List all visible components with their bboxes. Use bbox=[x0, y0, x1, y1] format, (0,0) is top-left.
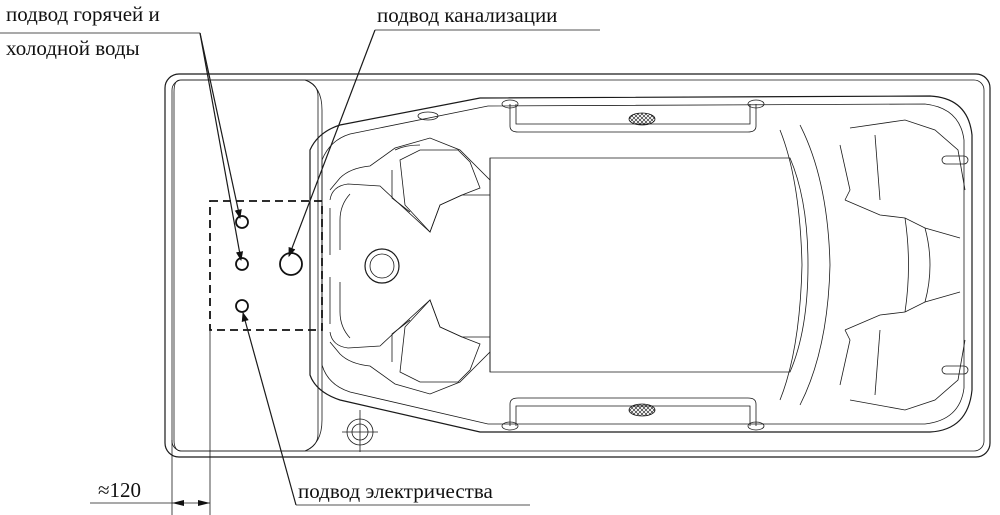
drain bbox=[364, 248, 400, 284]
water-label-line1: подвод горячей и bbox=[6, 2, 160, 26]
water-label-line2: холодной воды bbox=[6, 36, 140, 60]
connection-points bbox=[235, 215, 303, 313]
handle-top bbox=[417, 99, 765, 133]
tub-outline bbox=[164, 73, 991, 458]
sewer-hole bbox=[279, 252, 303, 276]
handle-bottom bbox=[501, 397, 765, 431]
overflow-knob bbox=[342, 410, 378, 452]
tub-basin bbox=[309, 95, 973, 433]
left-seat-upper bbox=[329, 137, 491, 255]
sewer-label: подвод канализации bbox=[377, 3, 557, 27]
electric-label: подвод электричества bbox=[298, 479, 493, 503]
dimension-120 bbox=[90, 330, 211, 515]
left-seat-lower bbox=[329, 277, 491, 395]
dimension-label: ≈120 bbox=[98, 478, 141, 502]
electric-hole bbox=[235, 299, 249, 313]
leader-lines bbox=[0, 29, 600, 506]
right-headrest bbox=[839, 119, 969, 411]
cold-water-hole bbox=[235, 257, 249, 271]
hot-water-hole bbox=[235, 215, 249, 229]
connection-zone bbox=[209, 200, 323, 331]
